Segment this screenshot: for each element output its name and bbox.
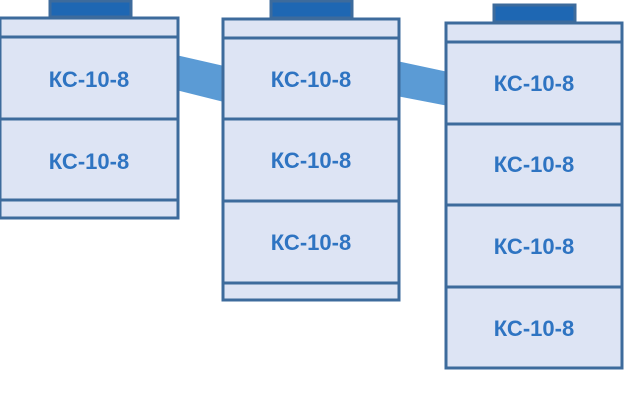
ring-label: КС-10-8 <box>271 148 351 173</box>
well-ring <box>444 40 624 126</box>
well-bottom-slab <box>0 198 180 220</box>
ring-label: КС-10-8 <box>494 152 574 177</box>
well-ring <box>0 35 180 121</box>
well-top-slab <box>444 21 624 44</box>
well-bottom-slab <box>221 281 401 302</box>
well-top-slab <box>0 16 180 39</box>
ring-label: КС-10-8 <box>494 316 574 341</box>
well-lid <box>492 3 577 24</box>
well-top-slab <box>221 17 401 40</box>
ring-label: КС-10-8 <box>271 67 351 92</box>
well-lid <box>48 0 133 19</box>
connecting-pipe-2-3 <box>398 61 447 106</box>
well-ring <box>221 199 401 285</box>
well-ring <box>0 117 180 202</box>
well-ring <box>444 203 624 289</box>
well-ring <box>444 285 624 370</box>
ring-label: КС-10-8 <box>494 71 574 96</box>
connecting-pipe-1-2 <box>177 55 223 102</box>
ring-label: КС-10-8 <box>49 149 129 174</box>
ring-label: КС-10-8 <box>271 230 351 255</box>
ring-label: КС-10-8 <box>494 234 574 259</box>
ring-label: КС-10-8 <box>49 67 129 92</box>
well-3: КС-10-8 КС-10-8 КС-10-8 КС-10-8 <box>444 3 624 370</box>
well-2: КС-10-8 КС-10-8 КС-10-8 <box>221 0 401 302</box>
well-ring <box>444 122 624 207</box>
well-lid <box>269 0 354 20</box>
well-1: КС-10-8 КС-10-8 <box>0 0 180 220</box>
well-ring <box>221 36 401 121</box>
